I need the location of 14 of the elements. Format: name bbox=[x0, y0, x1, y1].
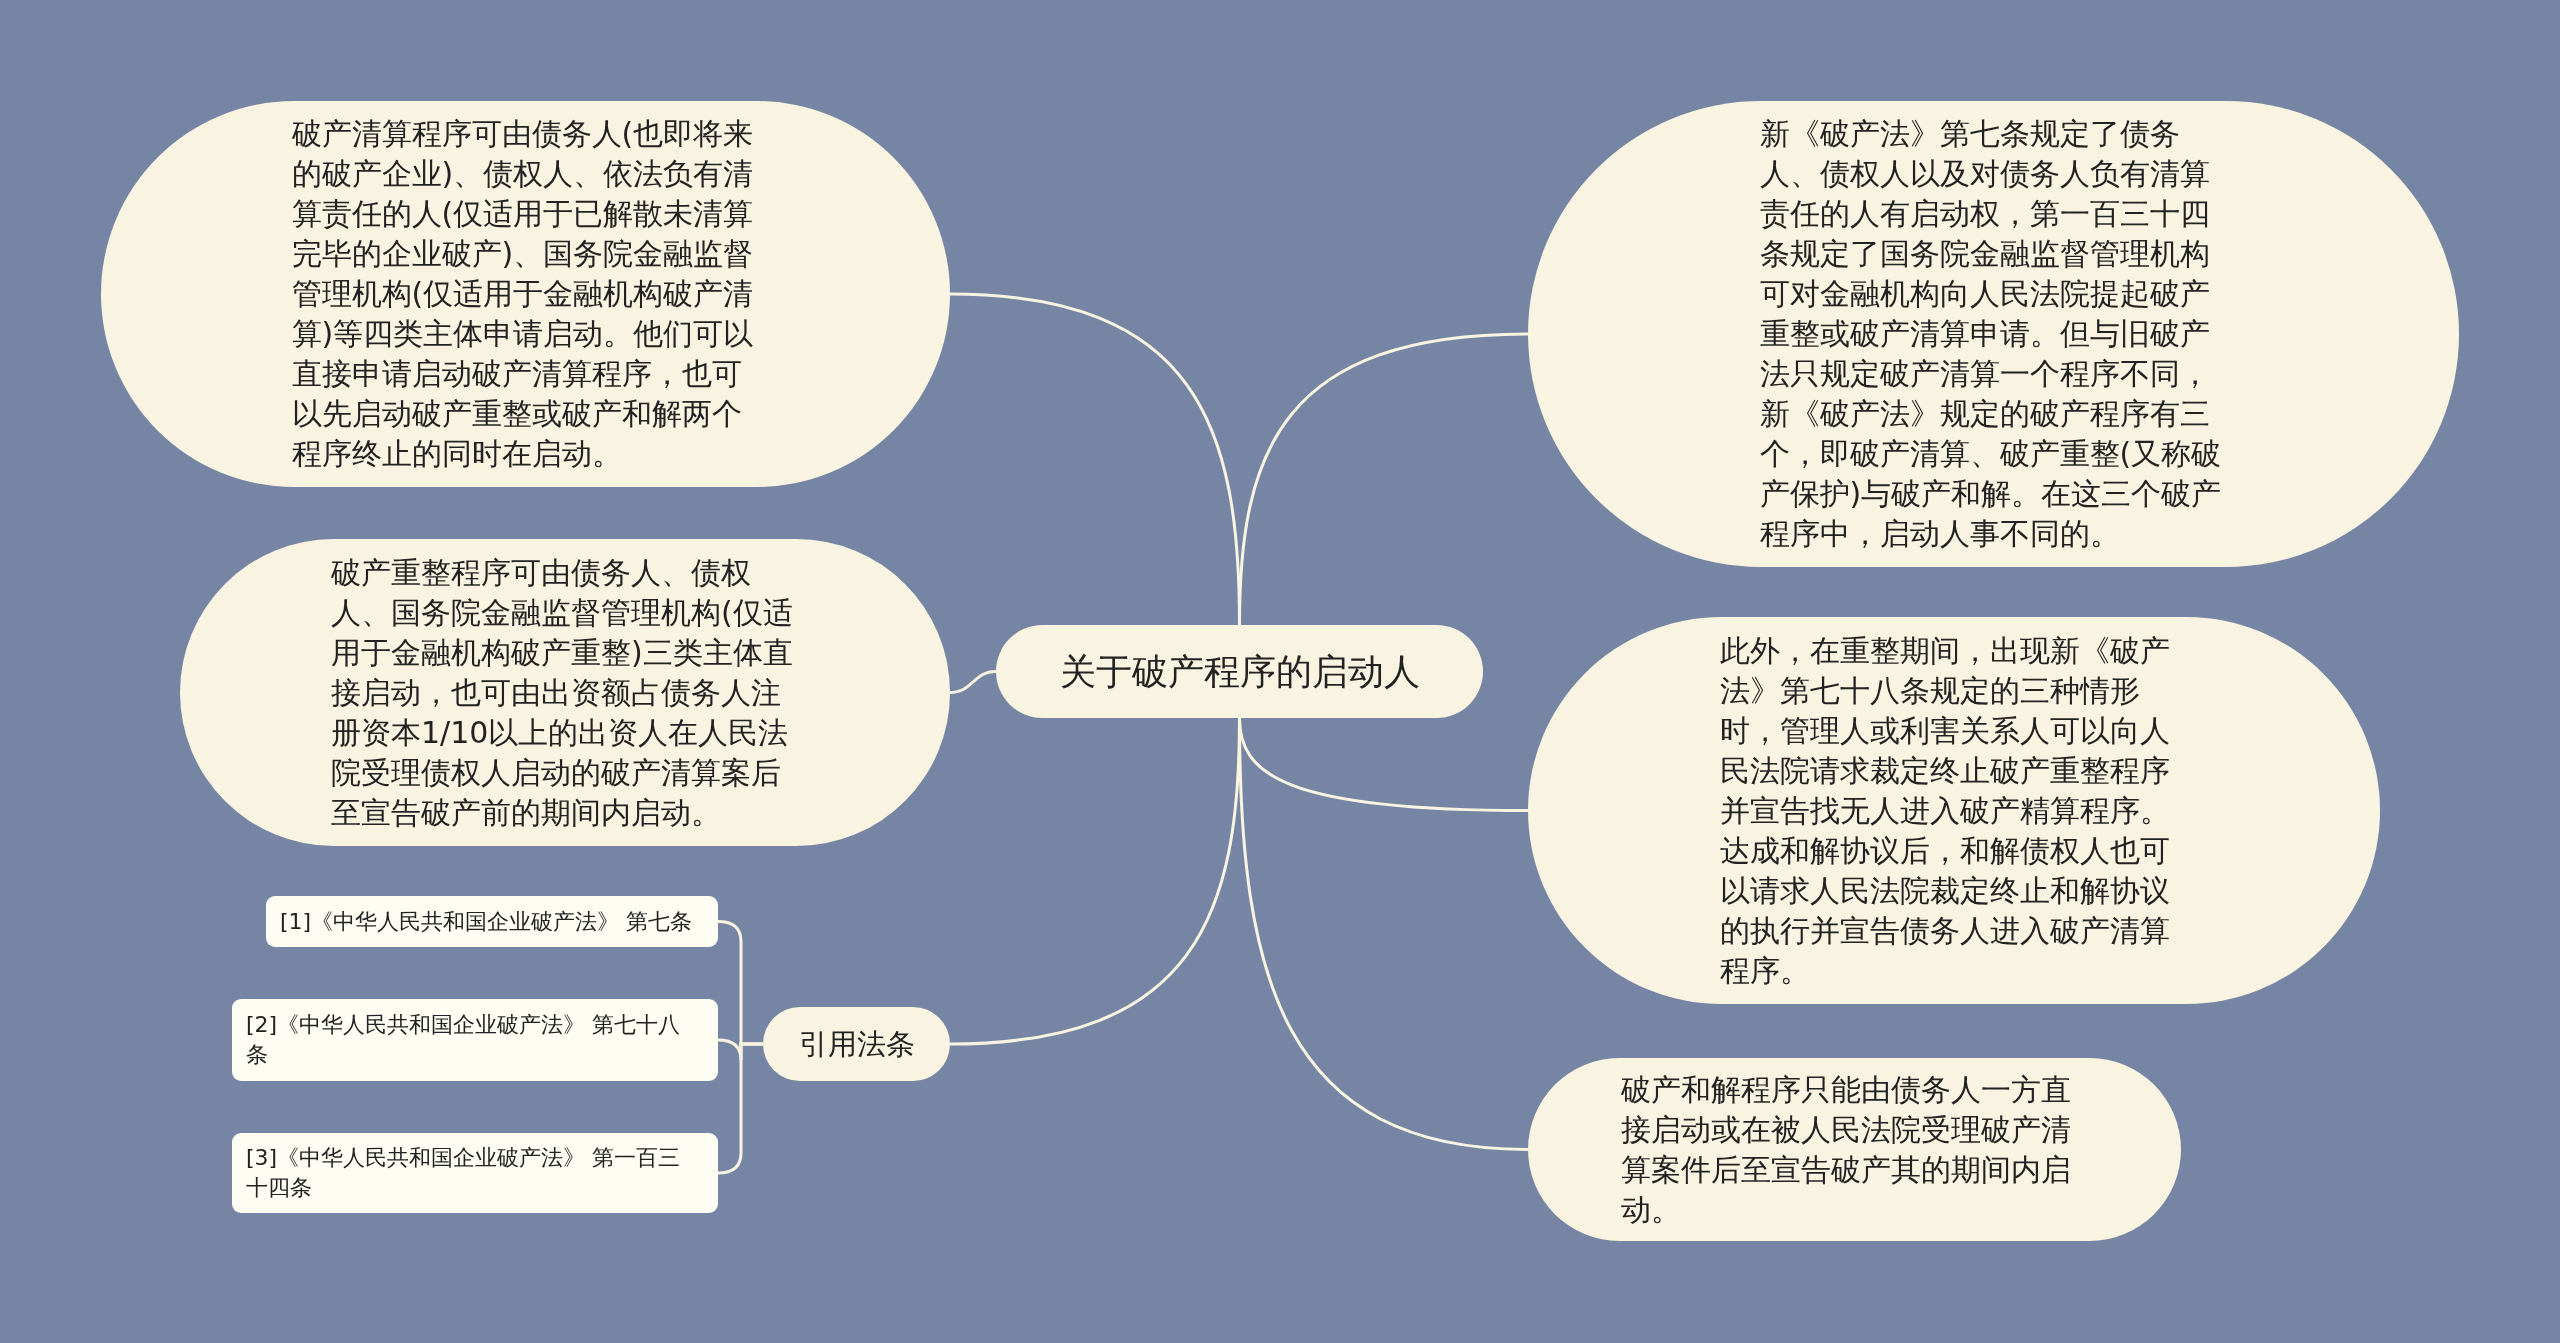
topic-label: 关于破产程序的启动人 bbox=[1059, 649, 1420, 694]
reference-text: [3]《中华人民共和国企业破产法》 第一百三十四条 bbox=[246, 1144, 682, 1202]
topic-text: 新《破产法》第七条规定了债务人、债权人以及对债务人负有清算责任的人有启动权，第一百三十四条规定了国务院金融监督管理机构可对金融机构向人民法院提起破产重整或破产清算申请。但与旧破产法只规定破产清算一个程序不同，新《破产法》规定的破产程序有三个，即破产清算、破产重整(又称破产保护)与破产和解。在这三个破产程序中，启动人事不同的。 bbox=[1759, 115, 2223, 553]
topic-text: 破产重整程序可由债务人、债权人、国务院金融监督管理机构(仅适用于金融机构破产重整)三类主体直接启动，也可由出资额占债务人注册资本1/10以上的出资人在人民法院受理债权人启动的破产清算案后至宣告破产前的期间内启动。 bbox=[331, 553, 794, 832]
reference-text: [2]《中华人民共和国企业破产法》 第七十八条 bbox=[246, 1011, 682, 1069]
reference-card bbox=[266, 896, 718, 947]
connector-line bbox=[949, 670, 997, 694]
reference-card bbox=[232, 1133, 718, 1213]
topic-label: 引用法条 bbox=[798, 1026, 915, 1062]
reference-text: [1]《中华人民共和国企业破产法》 第七条 bbox=[280, 907, 694, 936]
topic-text: 破产清算程序可由债务人(也即将来的破产企业)、债权人、依法负有清算责任的人(仅适用于已解散未清算完毕的企业破产)、国务院金融监督管理机构(仅适用于金融机构破产清算)等四类主体申请启动。他们可以直接申请启动破产清算程序，也可以先启动破产重整或破产和解两个程序终止的同时在启动。 bbox=[291, 115, 755, 473]
topic-text: 此外，在重整期间，出现新《破产法》第七十八条规定的三种情形时，管理人或利害关系人可以向人民法院请求裁定终止破产重整程序并宣告找无人进入破产精算程序。达成和解协议后，和解债权人也可以请求人民法院裁定终止和解协议的执行并宣告债务人进入破产清算程序。 bbox=[1720, 631, 2171, 990]
topic-text: 破产和解程序只能由债务人一方直接启动或在被人民法院受理破产清算案件后至宣告破产其的期间内启动。 bbox=[1620, 1070, 2072, 1229]
reference-card bbox=[232, 999, 718, 1081]
